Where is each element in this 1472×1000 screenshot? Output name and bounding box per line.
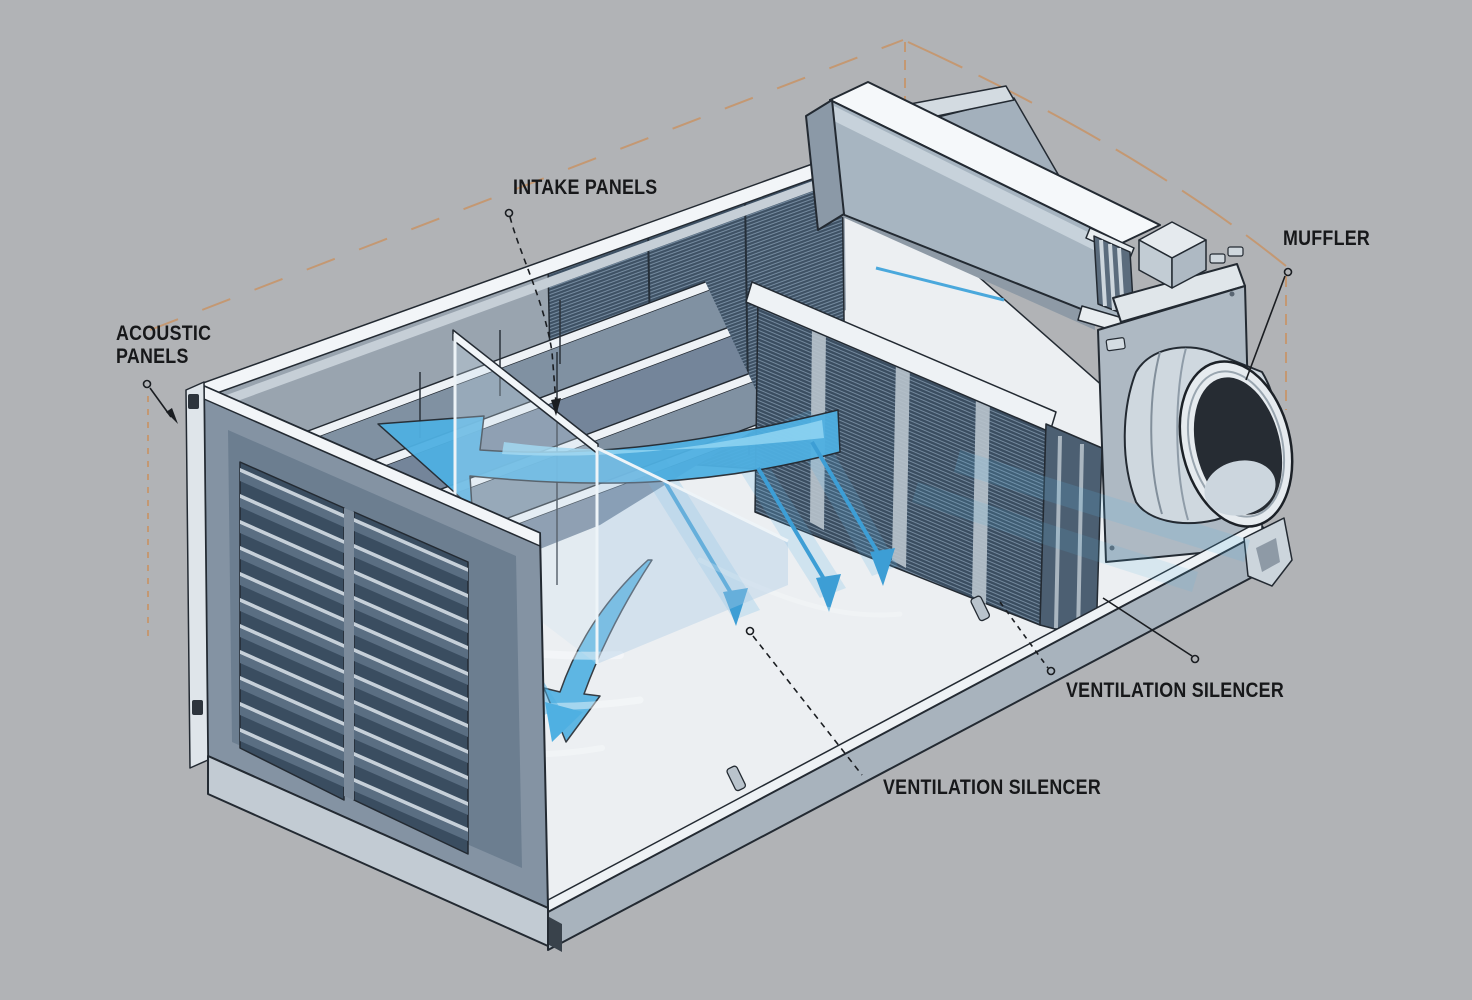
housing-plate xyxy=(1105,337,1126,352)
muffler-band xyxy=(1176,347,1189,521)
floor-arrowhead xyxy=(870,548,895,586)
base-skirt-left xyxy=(207,755,549,947)
floor-arrowhead xyxy=(816,574,841,612)
construction-line-right xyxy=(907,41,1287,267)
housing-tab xyxy=(1227,246,1244,257)
skirt-latch xyxy=(970,595,991,622)
label-intake-panels: INTAKE PANELS xyxy=(513,176,658,199)
back-wall-inner-rail xyxy=(210,171,840,411)
louver-grid-right xyxy=(353,511,469,855)
leader-acoustic-panels xyxy=(142,379,178,424)
louver-wall xyxy=(185,381,549,947)
louver-mullion xyxy=(344,508,354,800)
leader-intake-panels xyxy=(504,208,561,416)
screw xyxy=(1109,545,1115,551)
plenum-end-cap xyxy=(805,99,845,231)
leader-ventilation-silencer-bottom xyxy=(745,626,863,776)
bracket-inner xyxy=(1256,538,1280,572)
label-muffler: MUFFLER xyxy=(1283,227,1371,250)
glass-pane-right xyxy=(597,448,788,664)
label-acoustic-panels: ACOUSTIC PANELS xyxy=(116,322,212,369)
floor-stream xyxy=(954,450,1250,562)
louver-grid-left xyxy=(239,461,345,801)
floor-arrows xyxy=(663,440,883,600)
leader-ventilation-silencer-right-b xyxy=(999,601,1056,676)
screw xyxy=(1229,291,1235,297)
label-ventilation-silencer-right: VENTILATION SILENCER xyxy=(1066,679,1284,702)
hinge xyxy=(188,394,199,409)
airflow xyxy=(316,409,1250,758)
top-plenum xyxy=(805,81,1161,337)
muffler-assembly xyxy=(1123,346,1294,528)
airflow-arrow-main xyxy=(377,409,841,509)
leader-muffler xyxy=(1245,267,1293,381)
floor-arrowhead xyxy=(723,588,748,626)
box-right xyxy=(1171,239,1207,289)
plenum-airflow-line xyxy=(875,266,1005,302)
bank-stile xyxy=(972,392,990,604)
housing-top-box xyxy=(1138,221,1207,289)
silencer-bank xyxy=(745,281,1103,641)
small-airflow-arrowhead xyxy=(545,702,583,742)
bank-stile xyxy=(892,358,910,568)
label-ventilation-silencer-bottom: VENTILATION SILENCER xyxy=(883,776,1101,799)
skirt-latch xyxy=(726,765,747,792)
muffler-band xyxy=(1150,351,1163,515)
construction-line-top xyxy=(149,39,904,331)
hinge xyxy=(192,700,203,715)
muffler-inner-reflection xyxy=(1204,460,1276,516)
floor-stream xyxy=(912,482,1198,592)
housing-tab xyxy=(1209,253,1226,264)
leader-ventilation-silencer-right-a xyxy=(1102,597,1200,664)
leader-lines xyxy=(142,208,1293,776)
